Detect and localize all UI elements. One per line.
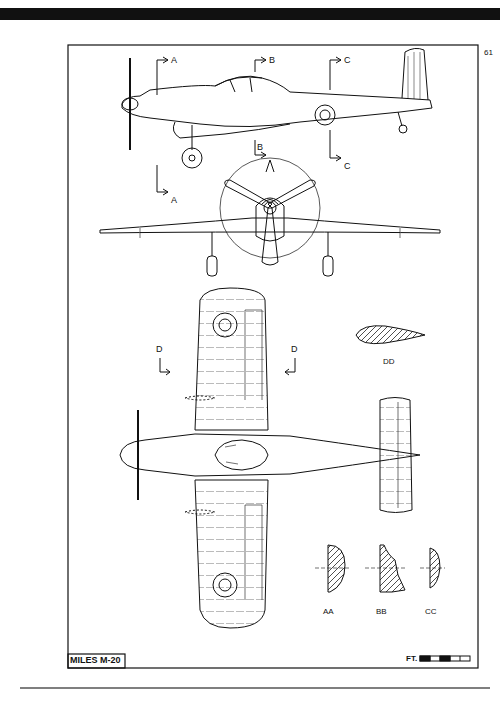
section-mark: A: [171, 56, 177, 65]
section-label: BB: [376, 608, 387, 616]
front-view: [100, 158, 440, 276]
section-mark: A: [171, 196, 177, 205]
frame: [68, 45, 478, 668]
section-mark: D: [291, 345, 298, 354]
section-label: CC: [425, 608, 437, 616]
section-mark: C: [344, 56, 351, 65]
section-label: AA: [323, 608, 334, 616]
section-label: DD: [383, 358, 395, 366]
side-view: [122, 48, 432, 195]
scale-bar: [420, 656, 470, 661]
scale-label: FT.: [406, 655, 417, 663]
airfoil-section: [356, 326, 425, 344]
section-mark: C: [344, 162, 351, 171]
top-bar: [0, 8, 500, 20]
section-mark: D: [156, 345, 163, 354]
section-mark: B: [269, 56, 275, 65]
fuselage-sections: [315, 545, 445, 592]
page-number: 61: [484, 49, 493, 57]
section-mark: B: [257, 143, 263, 152]
title-text: MILES M-20: [70, 656, 121, 665]
title-box: [68, 654, 125, 668]
